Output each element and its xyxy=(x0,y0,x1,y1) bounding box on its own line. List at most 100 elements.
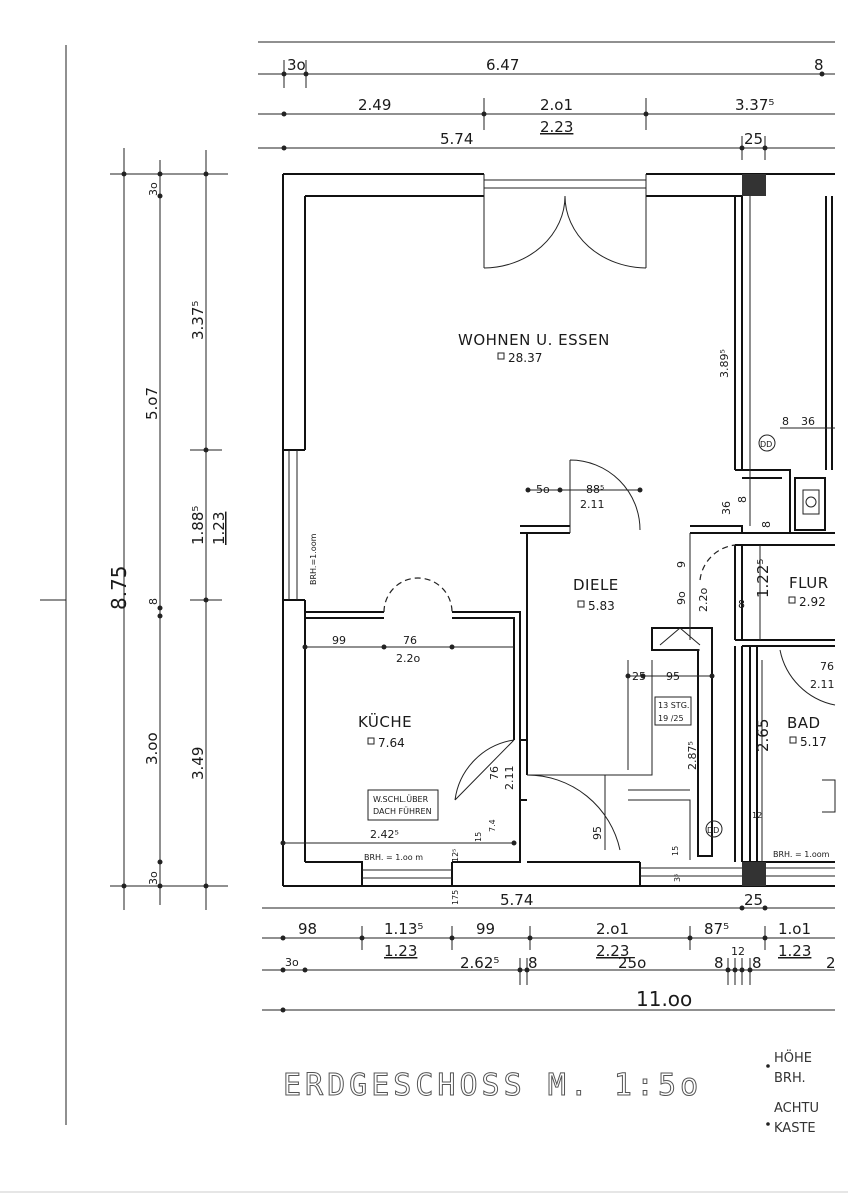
left-dim-30b: 3o xyxy=(147,871,160,885)
left-dim-875: 8.75 xyxy=(107,565,131,610)
bot-dim-574: 5.74 xyxy=(500,891,533,909)
legend-line-1: HÖHE xyxy=(774,1049,812,1066)
dim-2875: 2.87⁵ xyxy=(686,741,699,770)
legend-line-3: ACHTU xyxy=(774,1101,819,1116)
bot-dim-30: 3o xyxy=(285,956,299,969)
room-diele-name: DIELE xyxy=(573,576,619,594)
chimney-bottom xyxy=(742,862,766,886)
bot-dim-25: 25 xyxy=(744,891,763,909)
stair-label-box xyxy=(654,696,692,726)
dim-74: 7.4 xyxy=(488,819,497,832)
dim-3895: 3.89⁵ xyxy=(718,349,731,378)
interior-walls xyxy=(305,196,836,862)
left-dim-349: 3.49 xyxy=(189,747,207,780)
dim-211-bad: 2.11 xyxy=(810,678,835,691)
dim-76-bad: 76 xyxy=(820,660,834,673)
bot-dim-175: 175 xyxy=(451,890,460,905)
top-dim-8: 8 xyxy=(814,56,824,74)
room-wohnen-name: WOHNEN U. ESSEN xyxy=(458,331,610,349)
dim-2425: 2.42⁵ xyxy=(370,828,399,841)
top-dim-223: 2.23 xyxy=(540,118,573,136)
dim-36: 36 xyxy=(801,415,815,428)
bot-dim-201: 2.o1 xyxy=(596,920,629,938)
left-dim-300: 3.oo xyxy=(143,732,161,765)
left-dim-30a: 3o xyxy=(147,182,160,196)
plan-title: ERDGESCHOSS M. 1:5o xyxy=(283,1068,702,1103)
bot-dim-2625: 2.62⁵ xyxy=(460,954,499,972)
bot-dim-98: 98 xyxy=(298,920,317,938)
left-dimension-lines xyxy=(110,148,228,910)
dd-marker xyxy=(758,434,776,452)
left-dim-123: 1.23 xyxy=(210,512,228,545)
dim-1225: 1.22⁵ xyxy=(754,559,772,598)
top-dim-25: 25 xyxy=(744,130,763,148)
left-dim-8: 8 xyxy=(147,598,160,605)
left-dim-3375: 3.37⁵ xyxy=(189,301,207,340)
dim-8b: 8 xyxy=(760,521,773,528)
dim-15: 15 xyxy=(474,832,483,842)
area-marker xyxy=(789,736,797,744)
room-diele-area: 5.83 xyxy=(588,599,615,613)
left-dim-1885: 1.88⁵ xyxy=(189,506,207,545)
chimney xyxy=(742,174,766,196)
note-brh-bottom: BRH. = 1.oo m xyxy=(364,853,423,862)
note-wschl-2: DACH FÜHREN xyxy=(373,806,432,816)
dd-marker-2 xyxy=(705,820,723,838)
doors xyxy=(383,195,836,851)
legend-line-2: BRH. xyxy=(774,1071,806,1086)
dim-265: 2.65 xyxy=(754,719,772,752)
dim-36b: 36 xyxy=(720,501,733,515)
bot-dim-875: 87⁵ xyxy=(704,920,729,938)
dim-95: 95 xyxy=(666,670,680,683)
dim-211: 2.11 xyxy=(580,498,605,511)
area-marker xyxy=(367,737,375,745)
dim-22o: 2.2o xyxy=(697,588,710,612)
note-brh-left: BRH.=1.oom xyxy=(309,533,318,585)
note-wschl-1: W.SCHL.ÜBER xyxy=(373,794,429,804)
top-dim-30: 3o xyxy=(287,56,306,74)
bot-dim-123a: 1.23 xyxy=(384,942,417,960)
dim-22o-b: 2.2o xyxy=(396,652,420,665)
dim-76-kueche: 76 xyxy=(488,766,501,780)
dim-211-kueche: 2.11 xyxy=(503,766,516,791)
interior-dim-lines xyxy=(280,196,835,862)
top-dim-647: 6.47 xyxy=(486,56,519,74)
note-box xyxy=(367,789,439,821)
room-bad-area: 5.17 xyxy=(800,735,827,749)
dim-9: 9 xyxy=(675,561,688,568)
room-flur-name: FLUR xyxy=(789,574,829,592)
bot-dim-99: 99 xyxy=(476,920,495,938)
room-bad-name: BAD xyxy=(787,714,821,732)
room-kueche-name: KÜCHE xyxy=(358,712,412,731)
dim-885: 88⁵ xyxy=(586,483,604,496)
note-brh-bad: BRH. = 1.oom xyxy=(773,850,830,859)
area-marker xyxy=(788,596,796,604)
area-marker xyxy=(577,600,585,608)
bot-dim-123b: 1.23 xyxy=(778,942,811,960)
bot-dim-223: 2.23 xyxy=(596,942,629,960)
dd-label: DD xyxy=(760,440,772,449)
bot-dim-250: 25o xyxy=(618,954,646,972)
dim-99: 99 xyxy=(332,634,346,647)
dim-95-diele: 95 xyxy=(591,826,604,840)
legend-line-4: KASTE xyxy=(774,1121,816,1136)
dim-8a: 8 xyxy=(736,496,749,503)
bot-dim-8c: 8 xyxy=(752,954,762,972)
dim-25: 25 xyxy=(632,670,646,683)
bot-dim-8a: 8 xyxy=(528,954,538,972)
area-marker xyxy=(497,352,505,360)
dim-15b: 15 xyxy=(671,846,680,856)
top-dim-574: 5.74 xyxy=(440,130,473,148)
dim-3: 3⁵ xyxy=(673,874,682,882)
top-dim-201: 2.o1 xyxy=(540,96,573,114)
bot-dim-101: 1.o1 xyxy=(778,920,811,938)
left-dim-507: 5.o7 xyxy=(143,387,161,420)
dim-125: 12⁵ xyxy=(451,849,460,862)
bot-dim-1135: 1.13⁵ xyxy=(384,920,423,938)
stair-steps: 13 STG. xyxy=(658,701,689,710)
dim-76: 76 xyxy=(403,634,417,647)
top-dim-3375: 3.37⁵ xyxy=(735,96,774,114)
bot-dim-1100: 11.oo xyxy=(636,987,692,1011)
dim-12: 12 xyxy=(752,811,762,820)
